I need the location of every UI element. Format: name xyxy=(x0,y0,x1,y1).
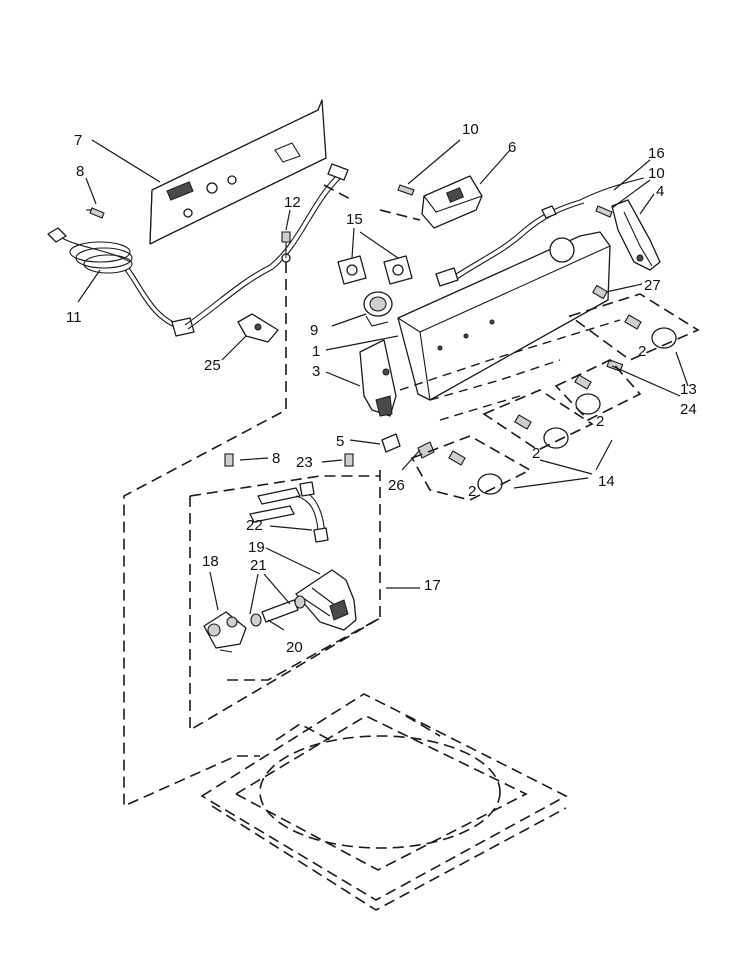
console-harness xyxy=(435,177,645,287)
label-4: 4 xyxy=(656,183,664,200)
dispenser-19 xyxy=(295,569,357,631)
cabinet-top xyxy=(200,693,568,911)
label-7: 7 xyxy=(74,132,82,149)
label-26: 26 xyxy=(388,477,405,494)
part-labels: 7 8 11 12 25 10 6 16 10 4 15 27 9 1 3 2 … xyxy=(66,121,697,656)
label-2b: 2 xyxy=(596,413,604,430)
vent-slots xyxy=(166,181,194,201)
wire-harness-rear xyxy=(184,163,349,330)
hose-20 xyxy=(250,595,306,627)
label-27: 27 xyxy=(644,277,661,294)
screw-10-top xyxy=(397,184,415,196)
clip-5 xyxy=(381,433,401,453)
label-5: 5 xyxy=(336,433,344,450)
screw-8-top xyxy=(86,207,105,219)
label-17: 17 xyxy=(424,577,441,594)
leader-lines xyxy=(77,139,689,631)
label-8b: 8 xyxy=(272,450,280,467)
label-6: 6 xyxy=(508,139,516,156)
knob-c xyxy=(514,414,569,449)
interface-board xyxy=(421,175,483,229)
spacer-27 xyxy=(592,284,608,300)
label-9: 9 xyxy=(310,322,318,339)
wire-harness-22 xyxy=(249,481,329,543)
screw-8-lower xyxy=(224,453,234,467)
label-21: 21 xyxy=(250,557,267,574)
label-10b: 10 xyxy=(648,165,665,182)
label-18: 18 xyxy=(202,553,219,570)
label-13: 13 xyxy=(680,381,697,398)
label-2d: 2 xyxy=(468,483,476,500)
label-12: 12 xyxy=(284,194,301,211)
label-10: 10 xyxy=(462,121,479,138)
label-15: 15 xyxy=(346,211,363,228)
label-19: 19 xyxy=(248,539,265,556)
switch-right xyxy=(383,255,413,285)
knob-d xyxy=(448,450,503,495)
screw-23 xyxy=(344,453,354,467)
label-22: 22 xyxy=(246,517,263,534)
control-console xyxy=(397,231,611,401)
label-16: 16 xyxy=(648,145,665,162)
label-20: 20 xyxy=(286,639,303,656)
label-24: 24 xyxy=(680,401,697,418)
rear-panel xyxy=(149,99,327,245)
label-2c: 2 xyxy=(532,445,540,462)
label-11: 11 xyxy=(66,309,82,326)
clip-25 xyxy=(237,313,279,343)
knob-b xyxy=(574,374,601,415)
switch-left xyxy=(337,255,367,285)
end-cap-left xyxy=(359,339,397,417)
screw-12 xyxy=(281,231,291,243)
end-cap-right xyxy=(611,199,661,271)
label-8: 8 xyxy=(76,163,84,180)
label-2a: 2 xyxy=(638,343,646,360)
label-14: 14 xyxy=(598,473,615,490)
label-25: 25 xyxy=(204,357,221,374)
valve-18 xyxy=(203,611,247,653)
label-23: 23 xyxy=(296,454,313,471)
screw-10-right xyxy=(595,205,613,218)
label-1: 1 xyxy=(312,343,320,360)
label-3: 3 xyxy=(312,363,320,380)
selector-switch xyxy=(363,291,393,327)
